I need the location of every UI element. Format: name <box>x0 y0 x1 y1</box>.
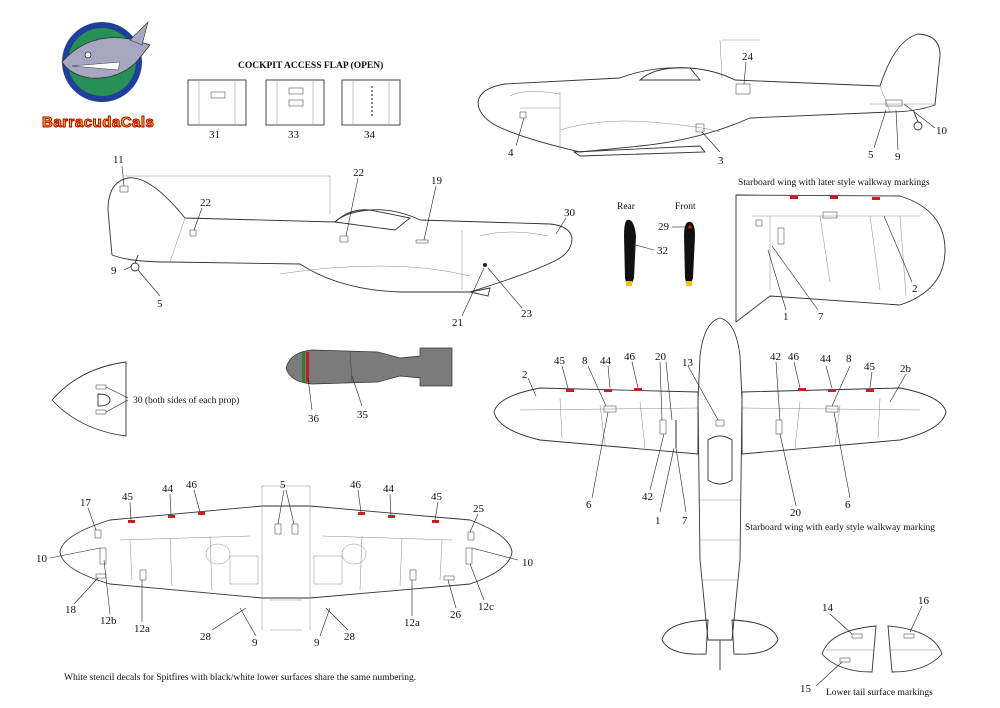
callout-7-later: 7 <box>818 311 824 323</box>
callout-5-lower: 5 <box>280 479 286 491</box>
prop-blade-rear <box>624 219 636 286</box>
callout-11: 11 <box>113 154 124 166</box>
brand-logo: BarracudaCals <box>42 21 154 132</box>
callout-22-b: 22 <box>353 167 364 179</box>
callout-2b: 2b <box>900 363 912 375</box>
callout-45-plan-l: 45 <box>554 355 566 367</box>
callout-2-later: 2 <box>912 283 918 295</box>
callout-10-lower-r: 10 <box>522 557 534 569</box>
plan-view-aircraft: 2 45 8 44 46 20 13 42 46 44 8 45 2b 6 42… <box>493 317 947 670</box>
flap-34: 34 <box>341 79 401 141</box>
callout-7-plan: 7 <box>682 515 688 527</box>
callout-45-lower-l: 45 <box>122 491 134 503</box>
callout-44-lower-l: 44 <box>162 483 174 495</box>
callout-9-lower-l: 9 <box>252 637 258 649</box>
propeller-blades: Rear Front 29 32 <box>617 202 696 286</box>
callout-24: 24 <box>742 51 754 63</box>
callout-44-plan-l: 44 <box>600 355 612 367</box>
callout-44-plan-r: 44 <box>820 353 832 365</box>
callout-1-later: 1 <box>783 311 789 323</box>
profile-starboard-top: 24 4 3 5 9 10 <box>477 33 948 167</box>
callout-5-left: 5 <box>157 298 163 310</box>
callout-1-plan: 1 <box>655 515 661 527</box>
callout-26: 26 <box>450 609 462 621</box>
flap-label-31: 31 <box>209 129 220 141</box>
flap-33: 33 <box>265 79 325 141</box>
callout-10: 10 <box>936 125 948 137</box>
callout-2-plan: 2 <box>522 369 528 381</box>
callout-18: 18 <box>65 604 77 616</box>
callout-28-l: 28 <box>200 631 212 643</box>
callout-29: 29 <box>658 221 670 233</box>
callout-21: 21 <box>452 317 463 329</box>
cockpit-flap-title: COCKPIT ACCESS FLAP (OPEN) <box>238 60 383 71</box>
callout-19: 19 <box>431 175 443 187</box>
callout-12a-l: 12a <box>134 623 150 635</box>
prop-blade-front <box>684 221 695 286</box>
flap-label-34: 34 <box>364 129 376 141</box>
callout-4: 4 <box>508 147 514 159</box>
lower-tail-caption: Lower tail surface markings <box>826 687 933 698</box>
lower-tail-diagram: 14 16 15 Lower tail surface markings <box>800 595 943 698</box>
callout-5: 5 <box>868 149 874 161</box>
callout-17: 17 <box>80 497 92 509</box>
callout-45-lower-r: 45 <box>431 491 443 503</box>
barracuda-fish-icon <box>61 37 151 79</box>
flap-31: 31 <box>187 79 247 141</box>
callout-12c: 12c <box>478 601 494 613</box>
callout-25: 25 <box>473 503 485 515</box>
callout-14: 14 <box>822 602 834 614</box>
callout-36: 36 <box>308 413 320 425</box>
starboard-wing-later: Starboard wing with later style walkway … <box>735 178 946 323</box>
callout-44-lower-r: 44 <box>383 483 395 495</box>
callout-28-r: 28 <box>344 631 356 643</box>
callout-22-a: 22 <box>200 197 211 209</box>
callout-9-lower-r: 9 <box>314 637 320 649</box>
callout-23: 23 <box>521 308 533 320</box>
callout-42-plan-bottom: 42 <box>642 491 653 503</box>
callout-15: 15 <box>800 683 812 695</box>
callout-46-lower-r: 46 <box>350 479 362 491</box>
bomb-diagram: 36 35 <box>285 347 453 425</box>
callout-20-plan-top: 20 <box>655 351 667 363</box>
callout-45-plan-r: 45 <box>864 361 876 373</box>
callout-9: 9 <box>895 151 901 163</box>
callout-35: 35 <box>357 409 369 421</box>
callout-32: 32 <box>657 245 668 257</box>
callout-46-plan-r: 46 <box>788 351 800 363</box>
prop-front-label: Front <box>675 202 696 212</box>
callout-10-lower-l: 10 <box>36 553 48 565</box>
flap-label-33: 33 <box>288 129 300 141</box>
prop-rear-label: Rear <box>617 202 636 212</box>
callout-12b: 12b <box>100 615 117 627</box>
callout-3: 3 <box>718 155 724 167</box>
lower-wing-caption: White stencil decals for Spitfires with … <box>64 672 416 683</box>
callout-46-lower-l: 46 <box>186 479 198 491</box>
callout-42-plan-top: 42 <box>770 351 781 363</box>
callout-30: 30 <box>564 207 576 219</box>
logo-text: BarracudaCals <box>42 114 154 131</box>
callout-13: 13 <box>682 357 694 369</box>
starboard-later-caption: Starboard wing with later style walkway … <box>738 178 930 188</box>
callout-9-left: 9 <box>111 265 117 277</box>
spinner-diagram: 30 (both sides of each prop) <box>51 361 239 437</box>
callout-12a-r: 12a <box>404 617 420 629</box>
cockpit-access-flap-group: COCKPIT ACCESS FLAP (OPEN) 31 33 34 <box>187 60 401 141</box>
callout-8-plan-l: 8 <box>582 355 588 367</box>
lower-wing-diagram: 17 45 44 46 5 46 44 45 25 10 10 18 12b 1… <box>36 479 534 683</box>
callout-6-plan-l: 6 <box>586 499 592 511</box>
callout-8-plan-r: 8 <box>846 353 852 365</box>
spinner-caption: 30 (both sides of each prop) <box>133 395 239 406</box>
callout-20-plan-bottom: 20 <box>790 507 802 519</box>
callout-46-plan-l: 46 <box>624 351 636 363</box>
plan-view-caption: Starboard wing with early style walkway … <box>745 523 935 533</box>
profile-port-left: 11 22 22 19 30 9 5 21 23 <box>107 154 576 329</box>
callout-6-plan-r: 6 <box>845 499 851 511</box>
callout-16: 16 <box>918 595 930 607</box>
